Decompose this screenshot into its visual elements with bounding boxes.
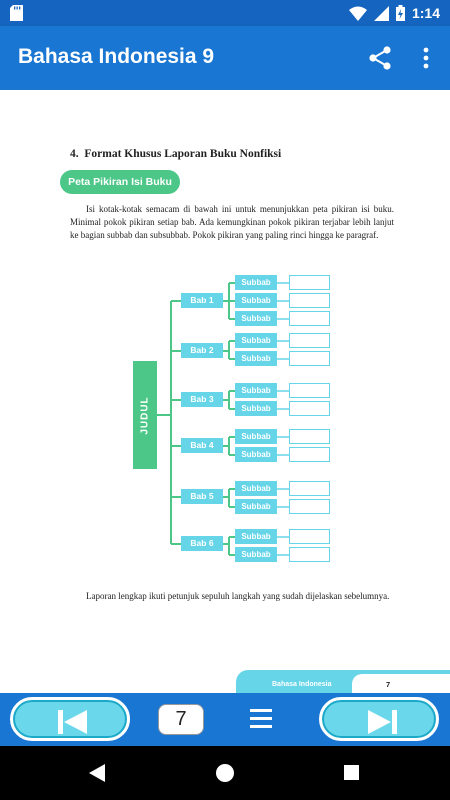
battery-charging-icon xyxy=(395,5,405,21)
subchapter-node: Subbab xyxy=(235,311,277,326)
empty-box xyxy=(289,529,330,544)
skip-next-icon xyxy=(368,710,397,734)
clock-text: 1:14 xyxy=(411,5,440,21)
subchapter-node: Subbab xyxy=(235,429,277,444)
footer-page-tab xyxy=(352,674,450,693)
chapter-node: Bab 2 xyxy=(181,343,223,358)
skip-previous-icon xyxy=(58,710,87,734)
mind-map-connectors xyxy=(157,282,289,556)
chapter-node: Bab 4 xyxy=(181,438,223,453)
empty-box xyxy=(289,293,330,308)
root-node-label: JUDUL xyxy=(139,395,151,435)
empty-box xyxy=(289,311,330,326)
status-bar: 1:14 xyxy=(0,0,450,26)
wifi-icon xyxy=(348,6,367,21)
empty-box xyxy=(289,275,330,290)
empty-box xyxy=(289,547,330,562)
page-number-field[interactable]: 7 xyxy=(158,704,204,735)
more-vert-icon[interactable] xyxy=(414,44,438,72)
mind-map-diagram: JUDUL Bab 1 Bab 2 Bab 3 Bab 4 Bab 5 Bab … xyxy=(128,268,338,568)
subchapter-node: Subbab xyxy=(235,333,277,348)
app-title: Bahasa Indonesia 9 xyxy=(18,45,215,68)
empty-box xyxy=(289,429,330,444)
book-page[interactable]: 4. Format Khusus Laporan Buku Nonfiksi P… xyxy=(0,90,450,693)
app-bar: Bahasa Indonesia 9 xyxy=(0,26,450,90)
subchapter-node: Subbab xyxy=(235,447,277,462)
chapter-node: Bab 1 xyxy=(181,293,223,308)
subchapter-node: Subbab xyxy=(235,481,277,496)
chapter-node: Bab 5 xyxy=(181,489,223,504)
subchapter-node: Subbab xyxy=(235,351,277,366)
subchapter-node: Subbab xyxy=(235,383,277,398)
empty-box xyxy=(289,383,330,398)
signal-icon xyxy=(373,5,389,21)
previous-page-button[interactable] xyxy=(10,697,130,741)
system-navigation-bar xyxy=(0,746,450,800)
back-icon[interactable] xyxy=(88,764,106,782)
paragraph-intro: Isi kotak-kotak semacam di bawah ini unt… xyxy=(70,204,394,240)
section-pill: Peta Pikiran Isi Buku xyxy=(60,170,180,194)
empty-box xyxy=(289,333,330,348)
share-icon[interactable] xyxy=(366,44,394,72)
footer-book-title: Bahasa Indonesia xyxy=(272,681,332,688)
empty-box xyxy=(289,447,330,462)
subchapter-node: Subbab xyxy=(235,293,277,308)
root-node-judul: JUDUL xyxy=(133,361,157,469)
home-icon[interactable] xyxy=(216,764,234,782)
chapter-node: Bab 6 xyxy=(181,536,223,551)
reader-nav-bar: 7 xyxy=(0,693,450,746)
menu-icon[interactable] xyxy=(250,707,272,731)
recent-apps-icon[interactable] xyxy=(344,765,359,780)
subchapter-node: Subbab xyxy=(235,401,277,416)
subchapter-node: Subbab xyxy=(235,499,277,514)
empty-box xyxy=(289,351,330,366)
empty-box xyxy=(289,401,330,416)
section-title: 4. Format Khusus Laporan Buku Nonfiksi xyxy=(70,148,282,160)
next-page-button[interactable] xyxy=(319,697,439,741)
empty-box xyxy=(289,499,330,514)
chapter-node: Bab 3 xyxy=(181,392,223,407)
subchapter-node: Subbab xyxy=(235,275,277,290)
paragraph-closing: Laporan lengkap ikuti petunjuk sepuluh l… xyxy=(86,591,390,601)
subchapter-node: Subbab xyxy=(235,547,277,562)
subchapter-node: Subbab xyxy=(235,529,277,544)
sd-card-icon xyxy=(10,5,23,21)
footer-page-number: 7 xyxy=(386,680,391,689)
empty-box xyxy=(289,481,330,496)
